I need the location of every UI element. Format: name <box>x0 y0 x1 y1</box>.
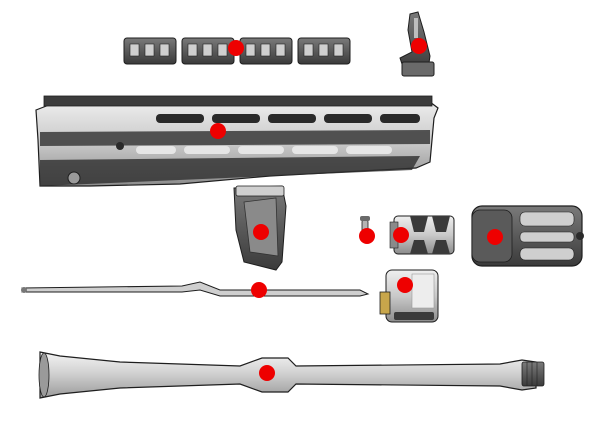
hotspot-flip-up-sight[interactable] <box>411 38 427 54</box>
handguard <box>35 95 439 187</box>
rail-section <box>181 37 235 65</box>
rail-sections <box>123 37 351 65</box>
barrel <box>38 351 545 399</box>
hotspot-barrel[interactable] <box>259 365 275 381</box>
gas-tube <box>21 281 370 297</box>
hotspot-handguard[interactable] <box>210 123 226 139</box>
hotspot-muzzle-brake[interactable] <box>487 229 503 245</box>
hotspot-gas-tube-pin[interactable] <box>359 228 375 244</box>
rail-section <box>239 37 293 65</box>
hotspots <box>210 38 503 381</box>
rail-section <box>123 37 177 65</box>
hotspot-hand-stop[interactable] <box>253 224 269 240</box>
rail-section <box>297 37 351 65</box>
hotspot-rail-sections[interactable] <box>228 40 244 56</box>
hotspot-gas-block[interactable] <box>397 277 413 293</box>
hotspot-flash-hider[interactable] <box>393 227 409 243</box>
gas-block <box>379 269 439 323</box>
hotspot-gas-tube[interactable] <box>251 282 267 298</box>
